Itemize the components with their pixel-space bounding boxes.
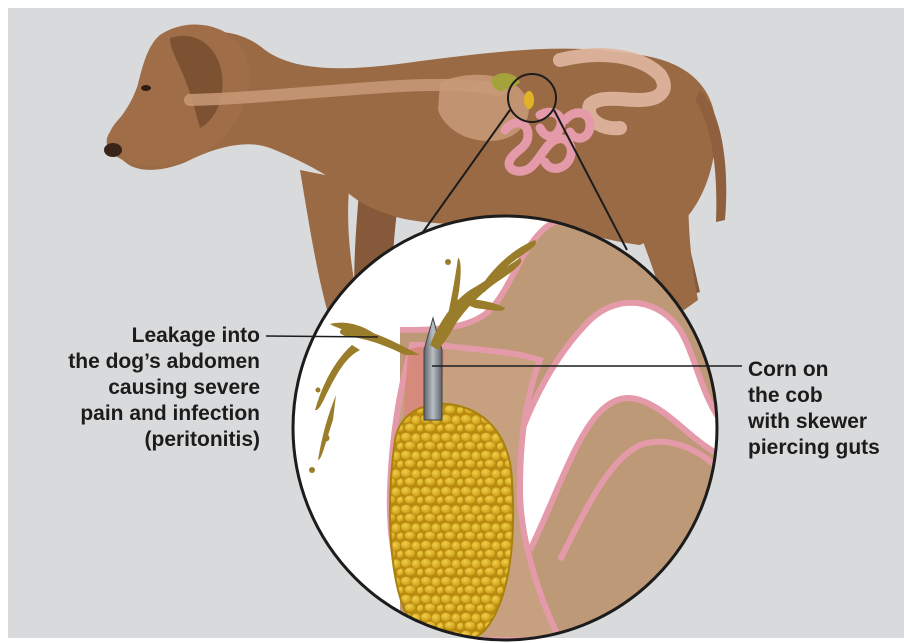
corn-label-line: with skewer bbox=[748, 409, 880, 435]
corn-label-line: the cob bbox=[748, 383, 880, 409]
leakage-label-line: (peritonitis) bbox=[68, 427, 260, 453]
corn-label: Corn on the cob with skewer piercing gut… bbox=[748, 357, 880, 461]
leakage-label-line: Leakage into bbox=[68, 323, 260, 349]
corn-label-line: Corn on bbox=[748, 357, 880, 383]
leakage-callout-line bbox=[266, 336, 378, 337]
leakage-label: Leakage into the dog’s abdomen causing s… bbox=[68, 323, 260, 453]
corn-label-line: piercing guts bbox=[748, 435, 880, 461]
leakage-label-line: the dog’s abdomen bbox=[68, 349, 260, 375]
leakage-label-line: pain and infection bbox=[68, 401, 260, 427]
leakage-label-line: causing severe bbox=[68, 375, 260, 401]
